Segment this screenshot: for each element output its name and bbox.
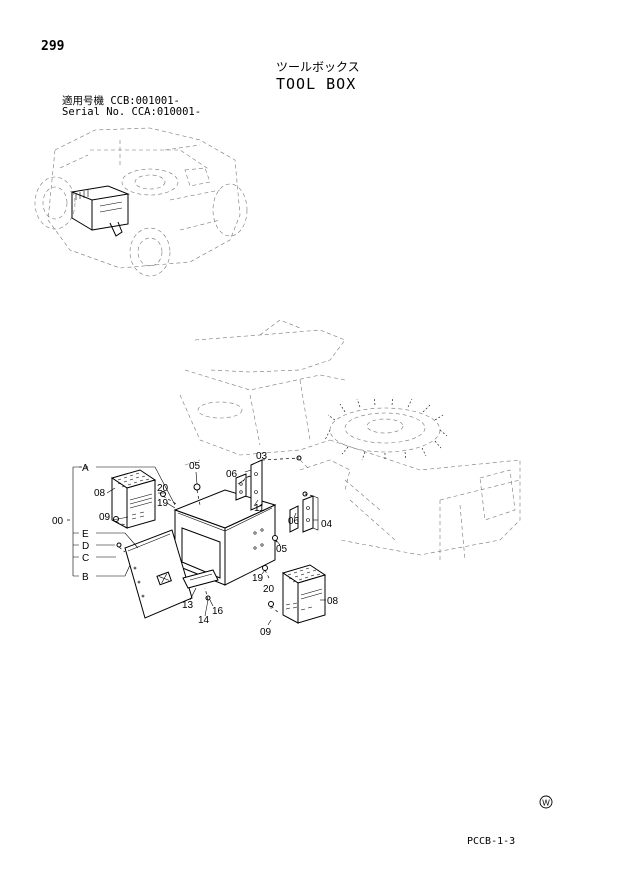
callout-C: C: [82, 553, 89, 564]
callout-D: D: [82, 541, 89, 552]
machine-frame-ghost: [179, 319, 521, 561]
callout-06-right: 06: [288, 516, 300, 527]
title-english: TOOL BOX: [276, 75, 357, 93]
tool-box-lid: [124, 529, 193, 619]
tool-box-body: [173, 489, 277, 586]
callout-B: B: [82, 572, 89, 583]
callout-03: 03: [256, 451, 268, 462]
callout-14: 14: [198, 615, 210, 626]
machine-overview-illustration: [34, 127, 248, 277]
callout-A: A: [82, 463, 89, 474]
callout-05-top: 05: [189, 461, 201, 472]
callout-20-left: 20: [157, 483, 169, 494]
callout-08-right: 08: [327, 596, 339, 607]
bracket-04: [302, 495, 319, 533]
callout-E: E: [82, 529, 89, 540]
plate-06-right: [289, 505, 299, 533]
callout-05-right: 05: [276, 544, 288, 555]
callout-13: 13: [182, 600, 194, 611]
title-japanese: ツールボックス: [276, 60, 360, 74]
callout-00: 00: [52, 516, 64, 527]
callout-06-top: 06: [226, 469, 238, 480]
callout-19-right: 19: [252, 573, 264, 584]
w-mark: W: [539, 795, 553, 809]
right-step-bracket: [281, 564, 327, 624]
callout-09-right: 09: [260, 627, 272, 638]
swing-bearing-gear: [324, 396, 448, 461]
applicable-model-line: 適用号機 CCB:001001-: [62, 95, 180, 107]
overview-toolbox-highlight: [70, 185, 130, 237]
callout-04: 04: [321, 519, 333, 530]
page-code: PCCB-1-3: [467, 836, 516, 847]
left-step-bracket: [110, 469, 157, 529]
stay-13: [182, 569, 219, 589]
serial-number-line: Serial No. CCA:010001-: [62, 106, 202, 118]
assembly-guide-lines: [115, 457, 314, 615]
callout-19-left: 19: [157, 498, 169, 509]
page-number: 299: [41, 39, 65, 54]
callout-08-left: 08: [94, 488, 106, 499]
leader-lines: [67, 459, 326, 626]
callout-16: 16: [212, 606, 224, 617]
callout-labels: A E D C B 00 08 09 05 20 19 03 06 11 06 …: [52, 451, 339, 638]
w-mark-letter: W: [542, 799, 550, 808]
callout-20-right: 20: [263, 584, 275, 595]
inner-bracket-06: [235, 473, 247, 501]
callout-09-left: 09: [99, 512, 111, 523]
callout-11: 11: [254, 503, 265, 514]
